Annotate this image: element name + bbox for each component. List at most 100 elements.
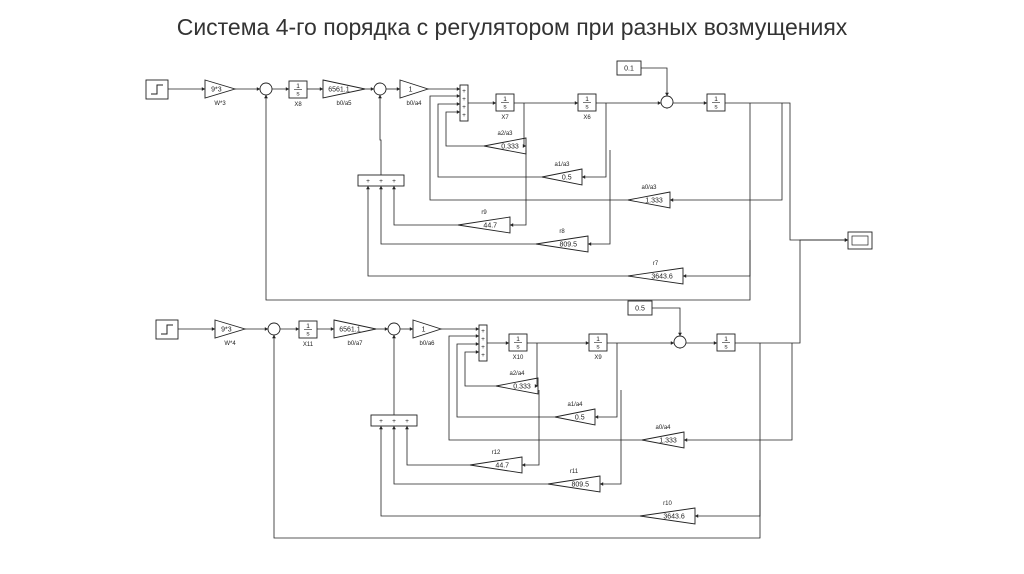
top-gain-r-a-label: r9 [481,210,487,216]
bottom-gain3[interactable] [412,319,443,339]
signal-arrowhead [844,238,848,242]
bottom-gain-in-label: W*4 [224,341,236,347]
signal-arrowhead [272,335,276,339]
bottom-gain2-value: 6561.1 [339,327,361,334]
signal-arrowhead [456,94,460,98]
signal-line [684,343,793,441]
bottom-output-line [735,239,848,344]
top-integrator2-label: X7 [501,115,509,121]
slide-title: Система 4-го порядка с регулятором при р… [176,14,848,40]
signal-arrowhead [456,87,460,91]
signal-line [595,343,618,418]
top-gain-in-label: W*3 [214,101,226,107]
bottom-gain-r-c-value: 3643.6 [663,514,685,521]
signal-line [464,351,496,387]
signal-line [393,426,548,485]
signal-line [522,390,540,466]
signal-arrowhead [600,482,604,486]
signal-line [510,150,527,226]
bottom-gain3-value: 1 [422,327,426,334]
step-icon [151,84,163,95]
bottom-integrator3-num: 1 [596,336,600,343]
bottom-const-value: 0.5 [635,306,645,313]
top-integrator4-num: 1 [714,96,718,103]
signal-arrowhead [295,327,299,331]
signal-arrowhead [492,101,496,105]
top-integrator4-den: s [714,104,718,111]
top-outer-feedback [265,95,751,301]
signal-arrowhead [678,332,682,336]
signal-arrowhead [392,335,396,339]
top-vsum-sign: + [462,88,466,95]
top-gain-a0-label: a0/a3 [641,185,657,191]
bottom-vsum-sign: + [481,336,485,343]
signal-line [670,103,783,201]
top-integrator3-num: 1 [585,96,589,103]
bottom-sum3-sign: - [679,346,681,352]
top-gain-r-c-value: 3643.6 [651,274,673,281]
signal-arrowhead [392,186,396,190]
top-gain3[interactable] [399,79,430,99]
top-gain3-value: 1 [409,87,413,94]
top-gain-r-b-value: 809.5 [559,242,577,249]
signal-line [445,111,484,147]
bottom-integrator3-label: X9 [594,355,602,361]
signal-arrowhead [475,334,479,338]
bottom-hsum-sign: + [379,418,383,425]
signal-arrowhead [670,341,674,345]
signal-line [641,67,668,96]
top-gain-a2-label: a2/a3 [497,131,513,137]
bottom-integrator2-num: 1 [516,336,520,343]
signal-line [380,426,640,517]
signal-line [456,343,555,418]
signal-arrowhead [456,110,460,114]
top-integrator3-label: X6 [583,115,591,121]
signal-arrowhead [370,87,374,91]
bottom-integrator2-label: X10 [513,355,524,361]
top-gain2-label: b0/a5 [336,101,352,107]
top-gain-r-a-value: 44.7 [483,223,497,230]
bottom-gain3-label: b0/a6 [419,341,435,347]
signal-line [379,95,382,175]
bottom-vsum-sign: + [481,352,485,359]
bottom-gain-r-a-value: 44.7 [495,463,509,470]
signal-arrowhead [665,92,669,96]
signal-arrowhead [475,342,479,346]
top-const-value: 0.1 [624,66,634,73]
bottom-gain-a1-value: 0.5 [575,415,585,422]
step-icon [161,324,173,335]
bottom-outer-feedback [273,335,761,539]
signal-arrowhead [657,101,661,105]
signal-line [652,307,681,336]
signal-arrowhead [396,87,400,91]
signal-arrowhead [670,198,674,202]
signal-arrowhead [211,327,215,331]
bottom-gain-in-value: 9*3 [221,327,232,334]
signal-arrowhead [201,87,205,91]
bottom-integrator2-den: s [516,344,520,351]
signal-arrowhead [684,438,688,442]
signal-arrowhead [522,463,526,467]
top-integrator3-den: s [585,104,589,111]
bottom-gain-r-a-label: r12 [492,450,501,456]
bottom-integrator1-den: s [306,331,310,338]
top-gain-a0-value: 1.333 [645,198,663,205]
signal-arrowhead [522,144,526,148]
top-vsum-sign: + [462,104,466,111]
signal-arrowhead [264,327,268,331]
signal-arrowhead [409,327,413,331]
signal-line [600,390,622,485]
signal-line [683,103,751,277]
scope-screen-icon [851,235,869,246]
bottom-integrator1-label: X11 [303,342,314,348]
bottom-vsum-sign: + [481,344,485,351]
bottom-integrator4-den: s [724,344,728,351]
signal-arrowhead [703,101,707,105]
top-integrator1-num: 1 [296,83,300,90]
signal-arrowhead [505,341,509,345]
signal-line [393,186,458,226]
signal-arrowhead [588,242,592,246]
signal-arrowhead [379,426,383,430]
signal-line [437,103,542,178]
